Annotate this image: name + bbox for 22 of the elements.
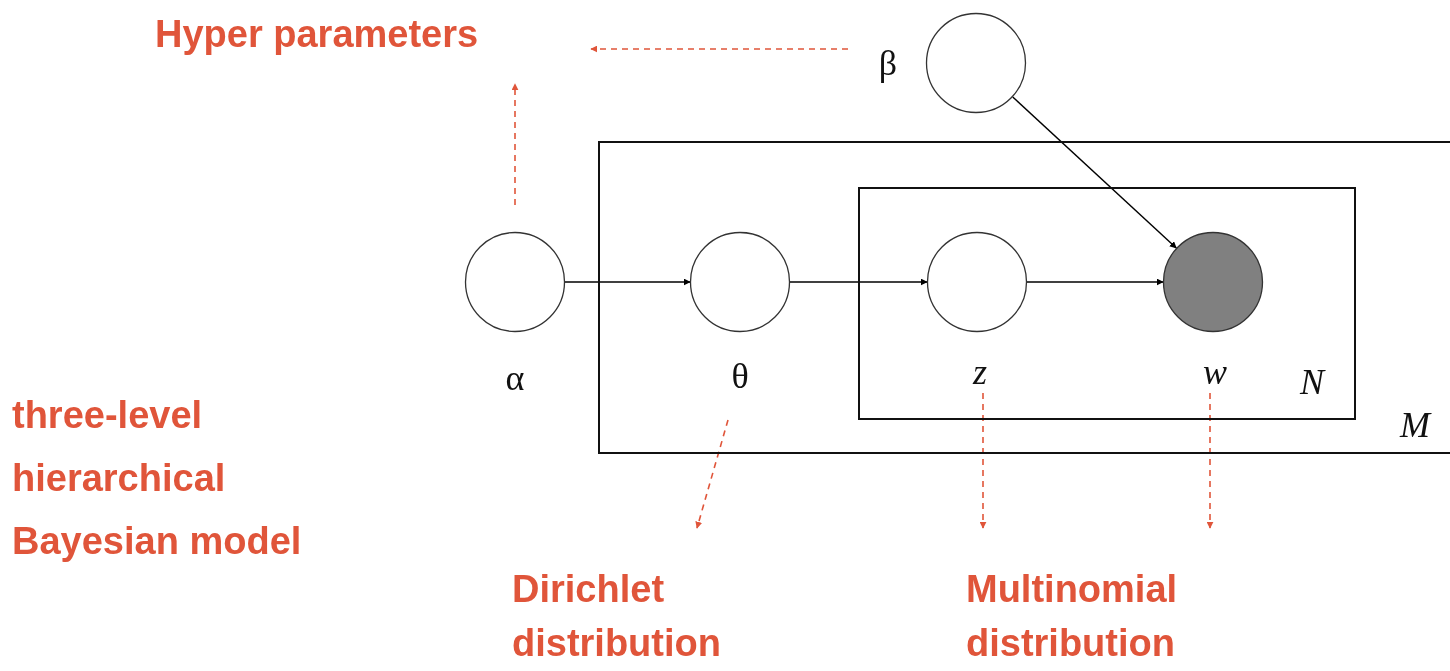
dashed-arrow [979, 392, 987, 529]
plate-label: N [1300, 364, 1324, 400]
arrow [564, 278, 691, 286]
arrow [1026, 278, 1164, 286]
variable-label: w [1203, 354, 1227, 390]
dashed-arrow [695, 419, 729, 529]
plate-label: M [1400, 407, 1430, 443]
variable-label: β [878, 45, 898, 81]
plate-box [598, 141, 1450, 454]
arrow [1012, 96, 1177, 249]
dashed-arrow [511, 83, 519, 206]
plate-box [858, 187, 1356, 420]
annotation-text: three-level hierarchical Bayesian model [12, 393, 303, 564]
variable-label: z [973, 354, 987, 390]
variable-label: θ [731, 358, 749, 394]
annotation-text: Hyper parameters [155, 10, 575, 58]
annotation-text: Multinomial distribution [966, 562, 1266, 670]
annotation-text: Dirichlet distribution [512, 562, 802, 670]
dashed-arrow [1206, 392, 1214, 529]
arrow [789, 278, 928, 286]
dashed-arrow [590, 45, 849, 53]
variable-label: α [505, 360, 525, 396]
